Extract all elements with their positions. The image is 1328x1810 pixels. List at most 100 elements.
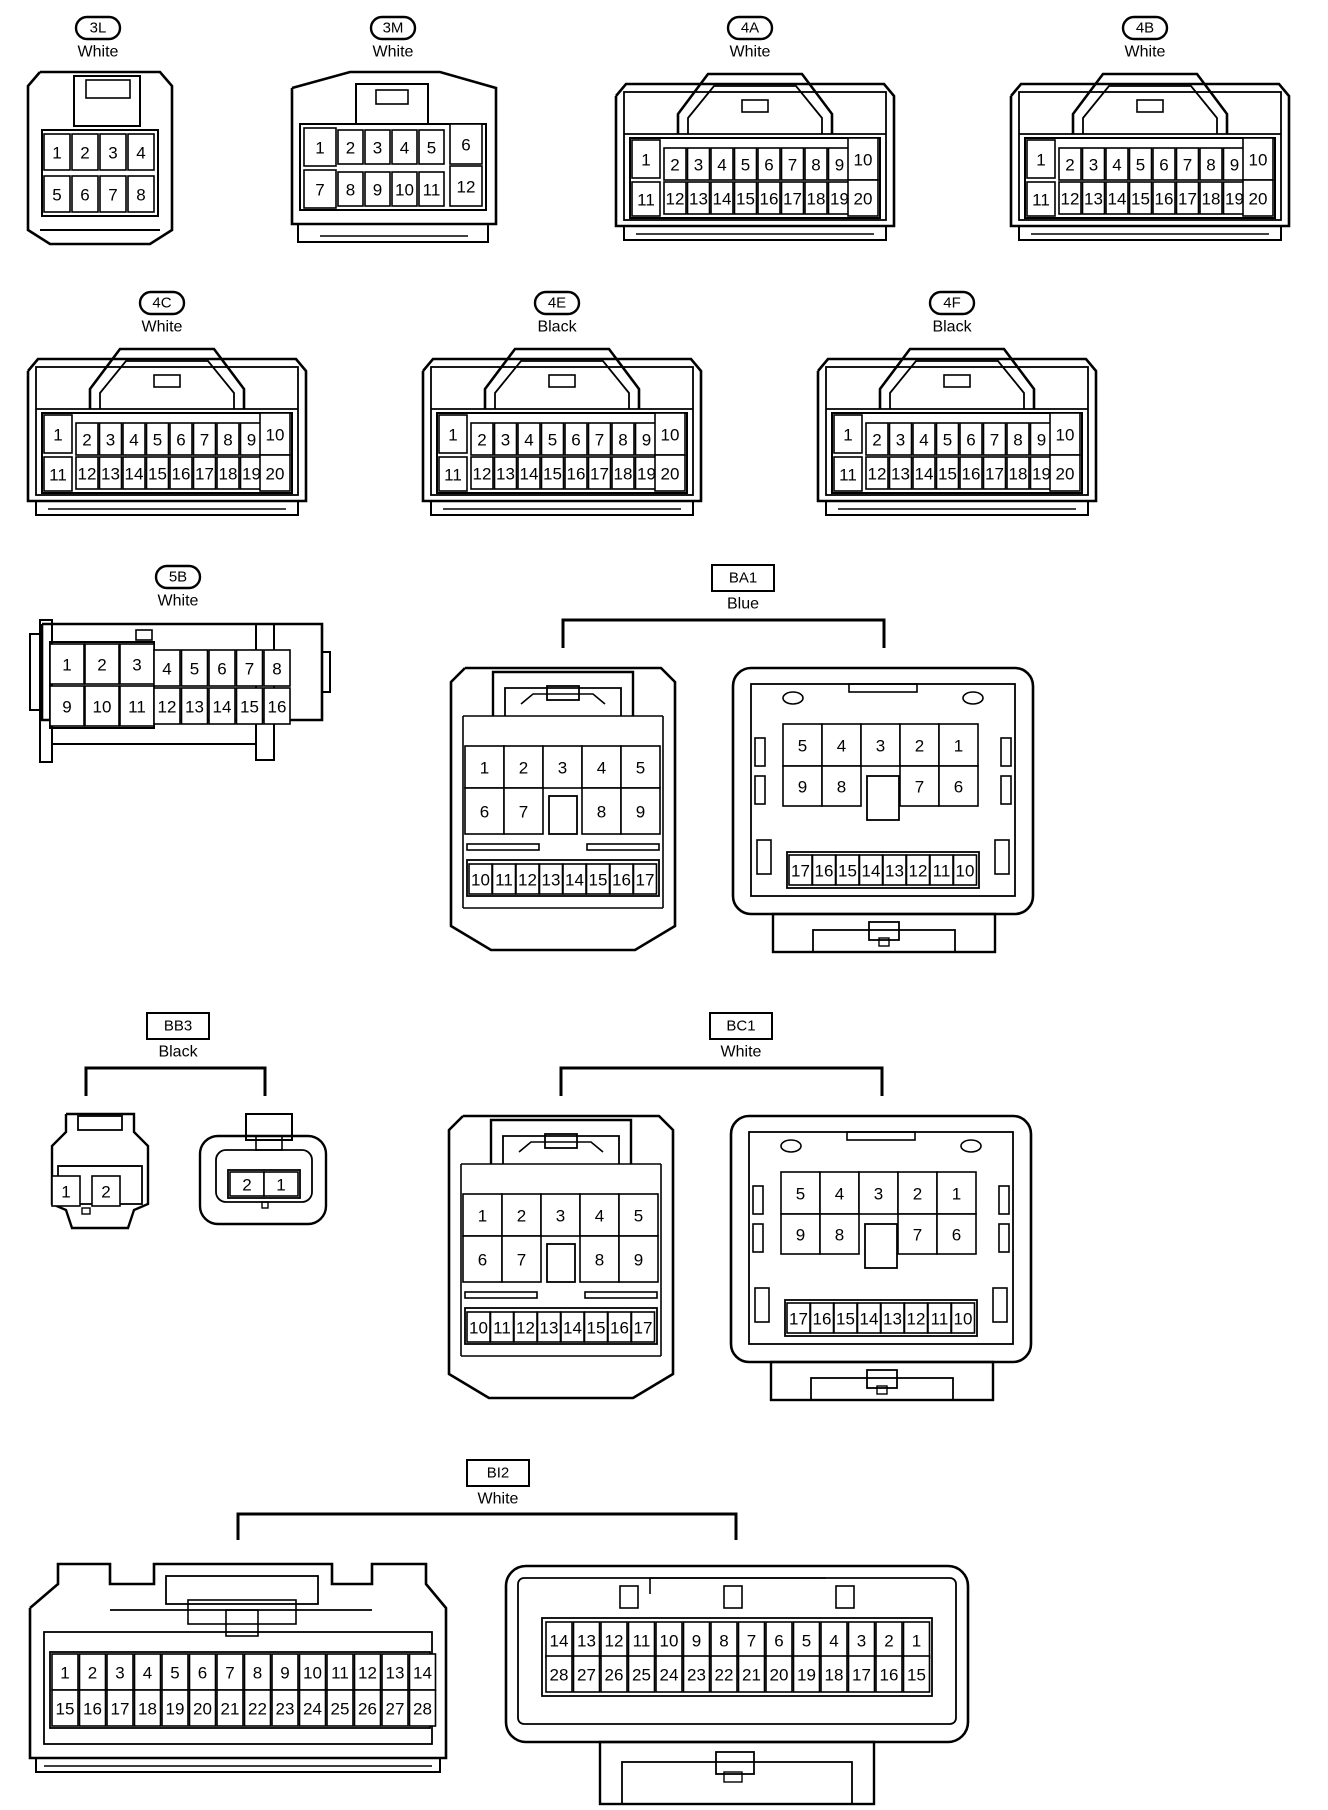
pin-number: 8 bbox=[253, 1664, 262, 1683]
pin-outline bbox=[572, 1655, 601, 1693]
pin-number: 10 bbox=[661, 426, 680, 445]
side-slot bbox=[994, 839, 1010, 875]
pin-cell: 16 bbox=[959, 456, 983, 490]
pin-outline bbox=[780, 181, 805, 215]
pin-number: 11 bbox=[931, 1310, 949, 1329]
pin-outline bbox=[897, 1171, 938, 1215]
pin-outline bbox=[1242, 137, 1274, 181]
pin-cell: 20 bbox=[847, 179, 879, 217]
housing-outline bbox=[889, 360, 1025, 409]
pin-number: 2 bbox=[477, 431, 486, 450]
pin-number: 1 bbox=[912, 1632, 921, 1651]
pin-number: 15 bbox=[938, 465, 957, 484]
housing-outline bbox=[375, 89, 409, 105]
pin-outline bbox=[655, 1655, 683, 1693]
pin-cell: 15 bbox=[733, 181, 758, 215]
pin-cell: 15 bbox=[51, 1689, 79, 1727]
pin-number: 6 bbox=[966, 431, 975, 450]
pin-cell: 17 bbox=[1175, 181, 1200, 215]
pin-cell: 7 bbox=[899, 765, 940, 807]
pin-outline bbox=[438, 414, 468, 454]
connector-id: 4A bbox=[741, 20, 759, 37]
pin-outline bbox=[564, 456, 588, 490]
housing-outline bbox=[723, 1771, 743, 1783]
pin-outline bbox=[1006, 456, 1030, 490]
pin-cell: 18 bbox=[216, 456, 240, 490]
pin-outline bbox=[418, 129, 445, 165]
pin-number: 4 bbox=[919, 431, 928, 450]
pin-cell: 2 bbox=[1058, 147, 1082, 181]
pin-outline bbox=[545, 1655, 573, 1693]
pin-cell: 16 bbox=[609, 863, 634, 895]
pin-number: 20 bbox=[1056, 465, 1075, 484]
pin-cell: 19 bbox=[1222, 181, 1247, 215]
housing-outline bbox=[1071, 72, 1229, 134]
pin-number: 3 bbox=[558, 759, 567, 778]
connector-id: BI2 bbox=[487, 1465, 510, 1482]
connector-color: Black bbox=[537, 319, 577, 336]
pin-cell: 25 bbox=[326, 1689, 354, 1727]
pin-number: 14 bbox=[550, 1632, 569, 1651]
pin-cell: 3 bbox=[847, 1621, 876, 1659]
pin-outline bbox=[847, 179, 879, 217]
pin-number: 11 bbox=[49, 466, 67, 485]
pin-number: 12 bbox=[457, 178, 476, 197]
pin-cell: 3 bbox=[493, 422, 518, 456]
pin-number: 3 bbox=[115, 1664, 124, 1683]
pin-cell: 8 bbox=[821, 765, 862, 807]
pin-number: 8 bbox=[811, 156, 820, 175]
pin-outline bbox=[133, 1653, 162, 1691]
pin-cell: 13 bbox=[1081, 181, 1106, 215]
pin-cell: 2 bbox=[663, 147, 687, 181]
pin-number: 9 bbox=[1230, 156, 1239, 175]
pin-cell: 11 bbox=[438, 456, 468, 492]
pin-number: 2 bbox=[88, 1664, 97, 1683]
pin-number: 4 bbox=[835, 1185, 844, 1204]
pin-cell: 18 bbox=[820, 1655, 848, 1693]
pin-outline bbox=[464, 787, 505, 835]
housing-outline bbox=[502, 1135, 620, 1164]
pin-outline bbox=[1175, 147, 1200, 181]
pin-outline bbox=[737, 1655, 766, 1693]
side-slot bbox=[752, 1185, 764, 1215]
housing-outline bbox=[786, 851, 980, 889]
pin-outline bbox=[381, 1689, 409, 1727]
pin-number: 2 bbox=[872, 431, 881, 450]
pin-outline bbox=[408, 1689, 437, 1727]
pin-number: 3 bbox=[857, 1632, 866, 1651]
pin-number: 2 bbox=[346, 139, 355, 158]
pin-number: 24 bbox=[660, 1666, 679, 1685]
pin-cell: 7 bbox=[780, 147, 805, 181]
pin-cell: 8 bbox=[1006, 422, 1030, 456]
pin-cell: 17 bbox=[847, 1655, 876, 1693]
pin-cell: 2 bbox=[865, 422, 889, 456]
pin-outline bbox=[959, 456, 983, 490]
pin-cell: 1 bbox=[631, 139, 661, 179]
pin-outline bbox=[99, 133, 127, 171]
pin-outline bbox=[418, 171, 445, 207]
pin-cell: 17 bbox=[982, 456, 1007, 490]
housing-outline bbox=[623, 91, 887, 221]
pin-cell: 1 bbox=[902, 1621, 931, 1659]
pin-cell: 27 bbox=[572, 1655, 601, 1693]
pin-number: 15 bbox=[148, 465, 167, 484]
pin-number: 2 bbox=[670, 156, 679, 175]
housing-outline bbox=[520, 693, 606, 705]
pin-cell: 12 bbox=[449, 165, 483, 207]
pin-cell: 12 bbox=[600, 1621, 628, 1659]
pin-outline bbox=[1049, 454, 1081, 492]
pin-number: 7 bbox=[595, 431, 604, 450]
connector-tag-box bbox=[711, 564, 775, 592]
pin-cell: 13 bbox=[536, 1311, 562, 1343]
pin-number: 14 bbox=[213, 698, 232, 717]
pin-outline bbox=[888, 456, 913, 490]
pin-number: 13 bbox=[542, 871, 561, 890]
pin-outline bbox=[792, 1655, 821, 1693]
pin-outline bbox=[782, 723, 823, 767]
pin-cell: 4 bbox=[579, 1193, 620, 1237]
side-slot bbox=[756, 839, 772, 875]
pin-number: 12 bbox=[909, 862, 928, 881]
view-bracket bbox=[236, 1512, 738, 1540]
pin-number: 9 bbox=[373, 181, 382, 200]
